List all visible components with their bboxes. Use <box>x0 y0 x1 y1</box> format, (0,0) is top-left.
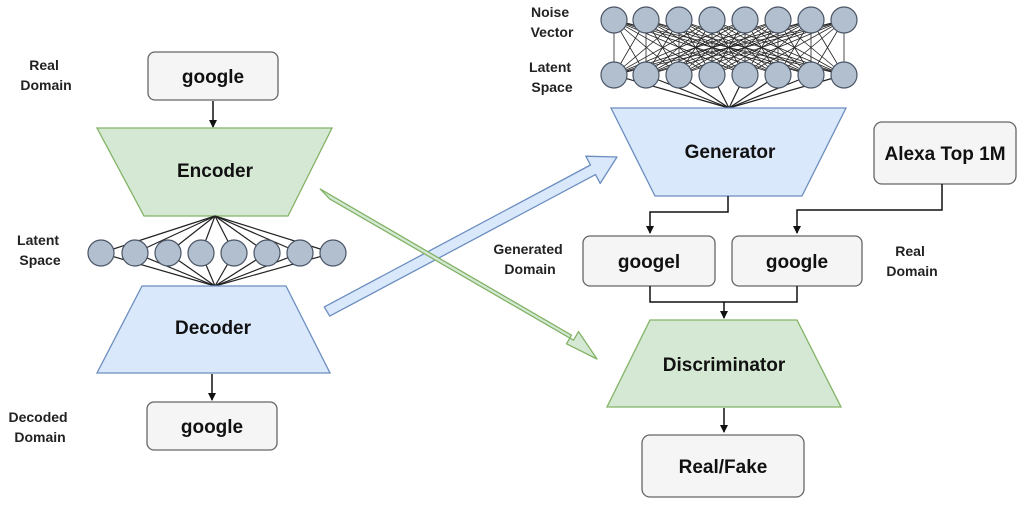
left-real-domain-label: Real Domain <box>20 57 71 93</box>
latent-edge <box>214 252 334 287</box>
generator-network <box>600 6 858 109</box>
right-latent-space-label: Latent Space <box>529 59 575 95</box>
noise-edge <box>711 19 845 76</box>
generated-domain-text: googel <box>618 252 680 273</box>
left-input-box: google <box>147 51 279 101</box>
decoder-label: Decoder <box>175 318 252 339</box>
latent-edge <box>100 252 216 287</box>
generator-edge <box>613 74 730 109</box>
noise-edge <box>613 19 713 76</box>
latent-edge <box>214 252 301 287</box>
latent-node <box>286 239 314 267</box>
noise-node <box>600 6 628 34</box>
latent-node <box>87 239 115 267</box>
generator-latent-node <box>698 61 726 89</box>
encoder-to-discriminator-arrow <box>319 188 598 360</box>
generator-latent-node <box>797 61 825 89</box>
noise-node <box>764 6 792 34</box>
generator-latent-node <box>665 61 693 89</box>
latent-edge <box>134 252 216 287</box>
latent-node <box>154 239 182 267</box>
decoded-domain-label: Decoded Domain <box>8 409 71 445</box>
noise-edge <box>744 19 845 76</box>
real-domain-text: google <box>766 252 828 273</box>
generator-latent-node <box>764 61 792 89</box>
noise-node <box>665 6 693 34</box>
noise-node <box>797 6 825 34</box>
latent-node <box>187 239 215 267</box>
generator-label: Generator <box>685 142 776 163</box>
latent-edge <box>134 215 216 254</box>
generator-edge <box>728 74 845 109</box>
noise-vector-label: Noise Vector <box>531 4 574 40</box>
left-latent-space-label: Latent Space <box>17 232 63 268</box>
latent-node <box>319 239 347 267</box>
generator-edge <box>645 74 730 109</box>
noise-edge <box>777 19 845 76</box>
encoder-block: Encoder <box>95 127 334 217</box>
left-output-text: google <box>181 417 243 438</box>
real-to-discriminator-line <box>724 286 798 303</box>
right-real-domain-label: Real Domain <box>886 243 937 279</box>
generated-domain-box: googel <box>582 235 716 287</box>
decoder-to-generator-arrow <box>323 155 618 317</box>
generator-latent-node <box>600 61 628 89</box>
alexa-to-real-arrow <box>793 184 943 234</box>
alexa-box: Alexa Top 1M <box>873 121 1017 185</box>
generator-edge <box>728 74 812 109</box>
left-latent-layer <box>87 215 347 287</box>
noise-node <box>731 6 759 34</box>
noise-edge <box>613 19 680 76</box>
noise-edge <box>613 19 746 76</box>
noise-node <box>698 6 726 34</box>
left-input-text: google <box>182 67 244 88</box>
latent-node <box>121 239 149 267</box>
decoder-block: Decoder <box>95 285 332 374</box>
latent-node <box>253 239 281 267</box>
generator-to-generated-arrow <box>646 196 729 234</box>
discriminator-block: Discriminator <box>605 319 843 408</box>
encoder-label: Encoder <box>177 161 254 182</box>
discriminator-label: Discriminator <box>663 355 786 376</box>
real-fake-box: Real/Fake <box>641 434 805 498</box>
generator-latent-node <box>632 61 660 89</box>
real-domain-box: google <box>731 235 863 287</box>
generator-latent-node <box>830 61 858 89</box>
latent-edge <box>214 215 334 254</box>
alexa-text: Alexa Top 1M <box>884 144 1005 165</box>
generator-block: Generator <box>609 107 848 197</box>
generated-to-discriminator-arrow <box>649 286 728 319</box>
latent-node <box>220 239 248 267</box>
real-fake-text: Real/Fake <box>679 457 768 478</box>
latent-edge <box>100 215 216 254</box>
latent-edge <box>214 215 301 254</box>
generated-domain-label: Generated Domain <box>493 241 566 277</box>
noise-node <box>830 6 858 34</box>
noise-node <box>632 6 660 34</box>
left-output-box: google <box>146 401 278 451</box>
generator-latent-node <box>731 61 759 89</box>
